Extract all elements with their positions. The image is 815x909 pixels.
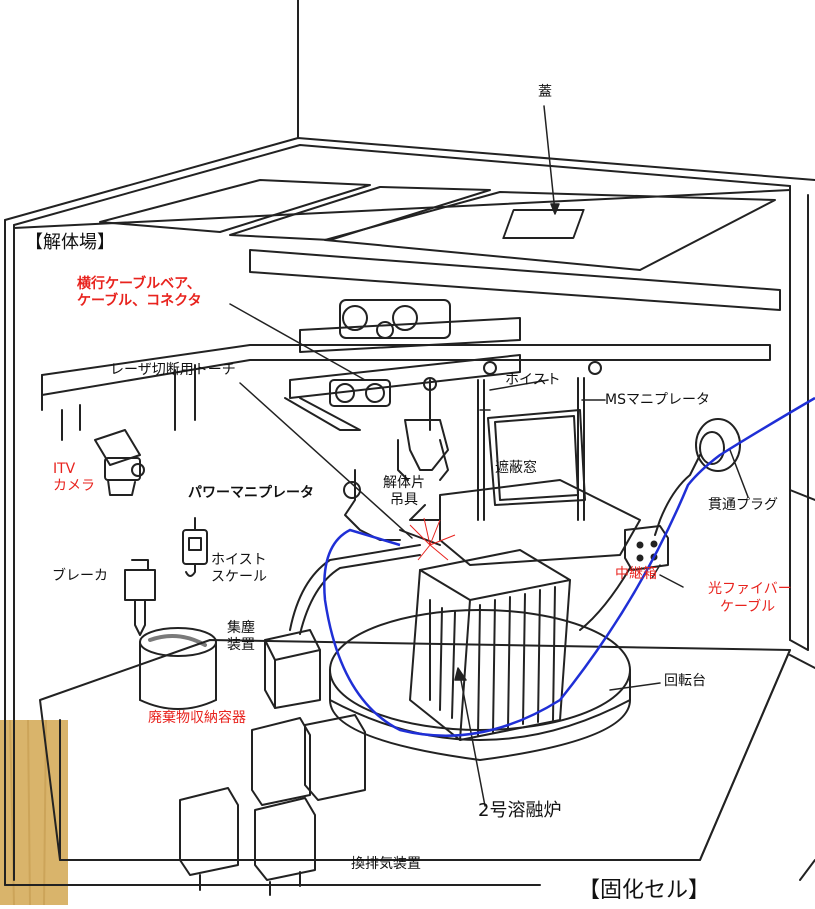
optical-fiber-cable: [323, 396, 815, 737]
breaker-drawing: [124, 559, 156, 636]
crane-girders: [41, 249, 781, 441]
penetration-plug-drawing: [654, 418, 741, 536]
waste-container-label: 廃棄物収納容器: [148, 710, 246, 726]
exhaust-label: 換排気装置: [351, 856, 421, 872]
breaker-label: ブレーカ: [52, 568, 108, 584]
fragment-hanger-label-line2: 吊具: [390, 492, 418, 508]
dust-collector-label-line1: 集塵: [227, 620, 255, 636]
hoist-scale-label-line1: ホイスト: [211, 552, 267, 568]
dismantling-area-title: 【解体場】: [25, 232, 115, 253]
power-manipulator-label: パワーマニプレータ: [188, 485, 314, 501]
shield-window-label: 遮蔽窓: [495, 460, 537, 476]
vitrification-cell-title: 【固化セル】: [578, 878, 711, 903]
trolley: [329, 299, 451, 407]
laser-torch-label: レーザ切断用トーチ: [110, 362, 236, 378]
hoist-label: ホイスト: [505, 372, 561, 388]
optical-fiber-label-line2: ケーブル: [720, 599, 776, 615]
turntable-label: 回転台: [664, 673, 706, 689]
fragment-hanger: [397, 419, 449, 481]
hoist-scale-drawing: [182, 517, 208, 577]
waste-container-drawing: [139, 627, 217, 710]
relay-box-label: 中継箱: [615, 566, 657, 582]
itv-camera-label-line1: ITV: [53, 461, 76, 477]
itv-camera-drawing: [94, 429, 145, 496]
melter-drawing: [409, 549, 571, 741]
melter-label: 2号溶融炉: [478, 800, 562, 821]
laser-sparks: [409, 517, 456, 561]
leader-lines: [229, 105, 749, 807]
itv-camera-label-line2: カメラ: [53, 478, 95, 494]
cell-box: [4, 137, 815, 886]
ms-manipulator-label: MSマニプレータ: [605, 392, 710, 408]
wood-board: [0, 719, 68, 906]
hoist-scale-label-line2: スケール: [211, 569, 267, 585]
traverse-cable-label-line1: 横行ケーブルベア、: [77, 276, 201, 292]
optical-fiber-label-line1: 光ファイバー: [708, 581, 792, 597]
traverse-cable-label-line2: ケーブル、コネクタ: [77, 293, 202, 309]
lid-label: 蓋: [538, 84, 552, 100]
penetration-plug-label: 貫通プラグ: [708, 497, 778, 513]
dust-collector-drawing: [264, 544, 421, 709]
dust-collector-label-line2: 装置: [227, 637, 255, 653]
shield-window: [439, 409, 641, 566]
exhaust-units-drawing: [179, 714, 366, 896]
fragment-hanger-label-line1: 解体片: [383, 475, 425, 491]
